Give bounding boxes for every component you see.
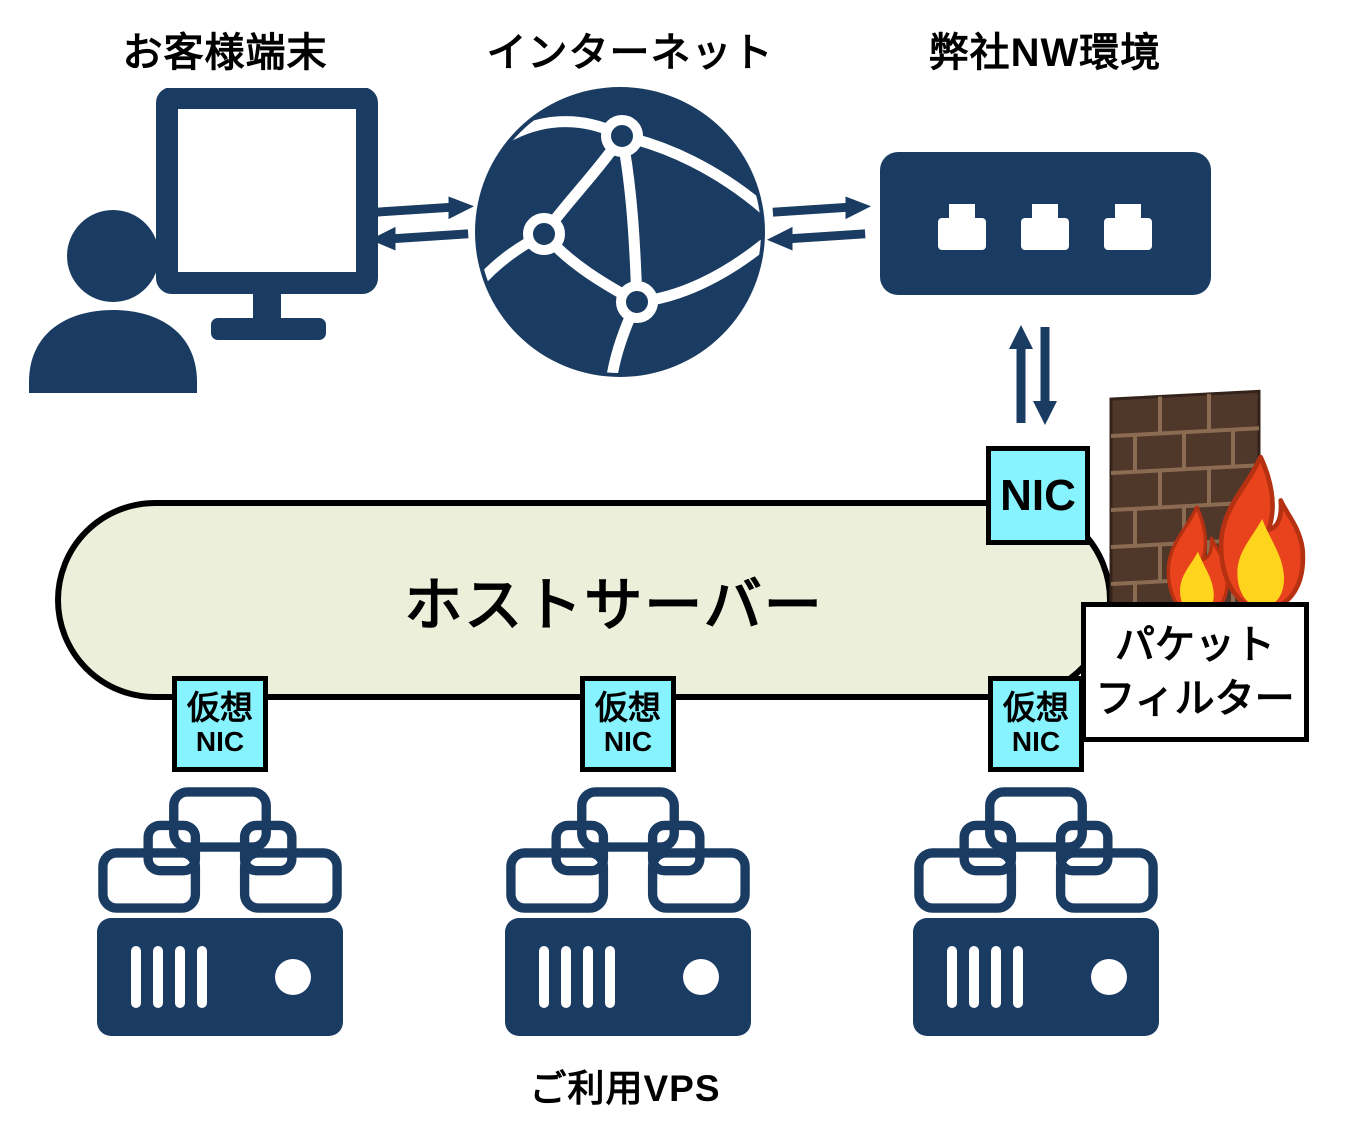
nic-label: NIC <box>1000 470 1076 520</box>
internet-globe-icon <box>472 84 768 380</box>
virtual-nic-label-line2: NIC <box>195 725 245 757</box>
virtual-nic-label-line1: 仮想 <box>187 689 253 727</box>
virtual-nic-label-line1: 仮想 <box>1003 689 1069 727</box>
vps-server-icon <box>911 916 1161 1038</box>
nic-box: NIC <box>986 446 1090 545</box>
person-at-monitor-icon <box>15 88 385 393</box>
virtual-nic-box: 仮想 NIC <box>172 676 268 772</box>
packet-filter-label-line1: パケット <box>1115 623 1275 667</box>
packet-filter-label-line2: フィルター <box>1095 677 1295 721</box>
virtual-nic-label-line2: NIC <box>603 725 653 757</box>
linked-nodes-icon <box>505 786 751 914</box>
internet-label: インターネット <box>486 31 774 75</box>
virtual-nic-label-line2: NIC <box>1011 725 1061 757</box>
company-network-label: 弊社NW環境 <box>928 31 1162 75</box>
flame-large <box>1218 454 1306 612</box>
vps-server-icon <box>95 916 345 1038</box>
packet-filter-box: パケット フィルター <box>1081 602 1309 742</box>
vps-server-icon <box>503 916 753 1038</box>
linked-nodes-icon <box>913 786 1159 914</box>
host-server-label: ホストサーバー <box>404 573 824 638</box>
virtual-nic-label-line1: 仮想 <box>595 689 661 727</box>
virtual-nic-box: 仮想 NIC <box>580 676 676 772</box>
network-switch-icon <box>878 150 1213 297</box>
virtual-nic-box: 仮想 NIC <box>988 676 1084 772</box>
vps-label: ご利用VPS <box>529 1068 721 1109</box>
linked-nodes-icon <box>97 786 343 914</box>
internet-switch-arrow-icon <box>765 192 873 254</box>
firewall-icon <box>1093 372 1328 630</box>
terminal-internet-arrow-icon <box>368 192 476 254</box>
customer-terminal-label: お客様端末 <box>122 31 328 75</box>
host-server-panel: ホストサーバー <box>55 500 1113 700</box>
switch-nic-arrow-icon <box>1002 323 1064 427</box>
